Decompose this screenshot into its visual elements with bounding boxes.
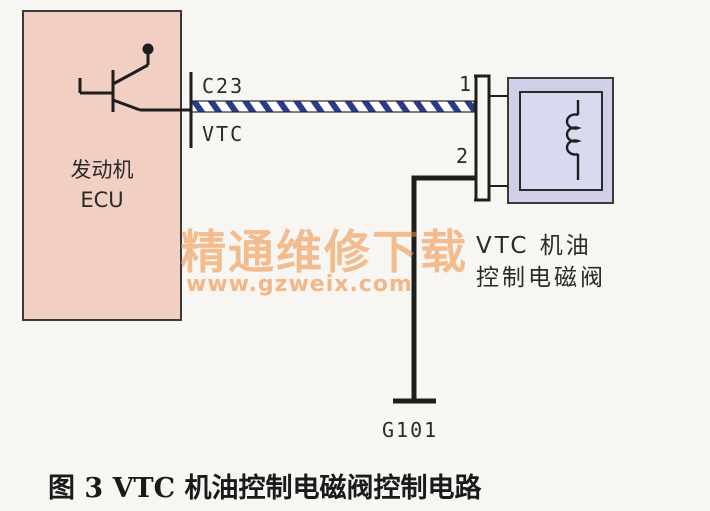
valve-label-line2: 控制电磁阀 [476, 265, 606, 291]
watermark-text: 精通维修下载 [180, 225, 468, 279]
coil-frame [519, 91, 603, 191]
ground-wire [411, 175, 475, 400]
watermark-url: www.gzweix.com [186, 272, 413, 297]
signal-wire [191, 100, 475, 113]
ecu-label-line1: 发动机 [70, 158, 134, 182]
coil-icon [565, 100, 582, 180]
valve-label-line1: VTC 机油 [476, 233, 592, 259]
ecu-label-line2: ECU [80, 188, 124, 212]
pin-2-label: 2 [456, 144, 471, 168]
connector-label: C23 [202, 74, 245, 98]
signal-label: VTC [202, 122, 245, 146]
figure-caption: 图 3 VTC 机油控制电磁阀控制电路 [48, 473, 482, 504]
transistor-symbol [78, 43, 190, 112]
pin-1-label: 1 [459, 72, 474, 96]
valve-connector-bracket [474, 74, 491, 202]
ground-label: G101 [382, 418, 439, 442]
ecu-box [22, 10, 182, 321]
